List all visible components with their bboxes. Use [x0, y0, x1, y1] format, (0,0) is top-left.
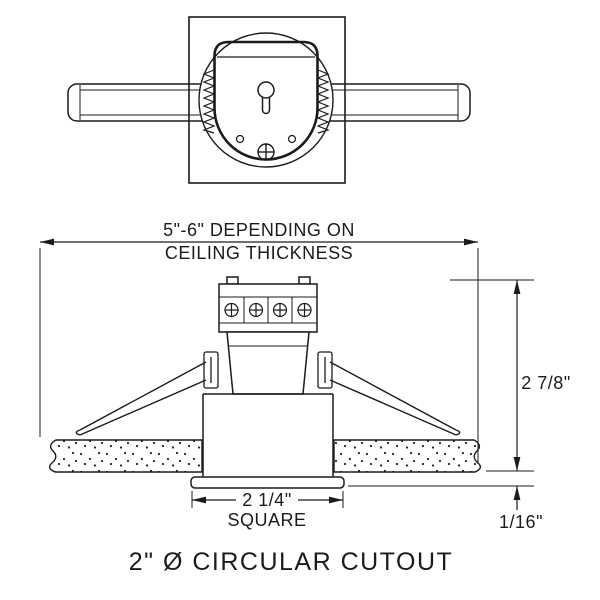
arrow-down-icon — [513, 457, 521, 471]
hanger-bar-right — [320, 83, 471, 122]
retention-coil-left — [202, 69, 216, 134]
trim-offset-dimension — [348, 485, 534, 510]
trim-flange — [190, 476, 345, 489]
cutout-dimension — [191, 491, 344, 508]
spring-bracket-right — [317, 351, 333, 389]
ceiling-left — [48, 439, 203, 473]
terminal-screws — [224, 302, 312, 318]
span-label-line1: 5"-6" DEPENDING ON — [163, 220, 355, 240]
top-view — [67, 16, 471, 184]
ground-screw — [257, 143, 275, 161]
mounting-plate — [188, 16, 346, 184]
span-dimension — [39, 238, 479, 464]
drawing-title: 2" Ø CIRCULAR CUTOUT — [129, 548, 454, 576]
arrow-left-icon — [192, 496, 206, 504]
height-label: 2 7/8" — [521, 373, 570, 393]
side-view — [48, 276, 482, 489]
socket-housing — [226, 331, 310, 395]
junction-box — [218, 276, 318, 333]
housing-outer-ring — [198, 32, 334, 168]
cutout-label-line1: 2 1/4" — [242, 490, 291, 510]
spring-arm-left — [75, 361, 207, 436]
arrow-up-icon — [513, 486, 521, 500]
housing-body — [213, 40, 319, 161]
spring-arm-right — [329, 361, 461, 436]
trim-offset-label: 1/16" — [499, 512, 543, 532]
cutout-label-line2: SQUARE — [227, 510, 306, 530]
retention-coil-right — [316, 69, 330, 134]
keyhole-slot — [257, 81, 275, 115]
arrow-right-icon — [329, 496, 343, 504]
arrow-left-icon — [40, 238, 54, 246]
pilot-hole-right — [287, 134, 297, 144]
dimension-annotations — [39, 238, 534, 510]
arrow-right-icon — [464, 238, 478, 246]
ceiling-right — [333, 439, 482, 473]
height-dimension — [450, 279, 534, 472]
span-label-line2: CEILING THICKNESS — [165, 243, 353, 263]
can-body — [202, 393, 334, 478]
spring-bracket-left — [203, 351, 219, 389]
arrow-up-icon — [513, 280, 521, 294]
pilot-hole-left — [235, 134, 245, 144]
